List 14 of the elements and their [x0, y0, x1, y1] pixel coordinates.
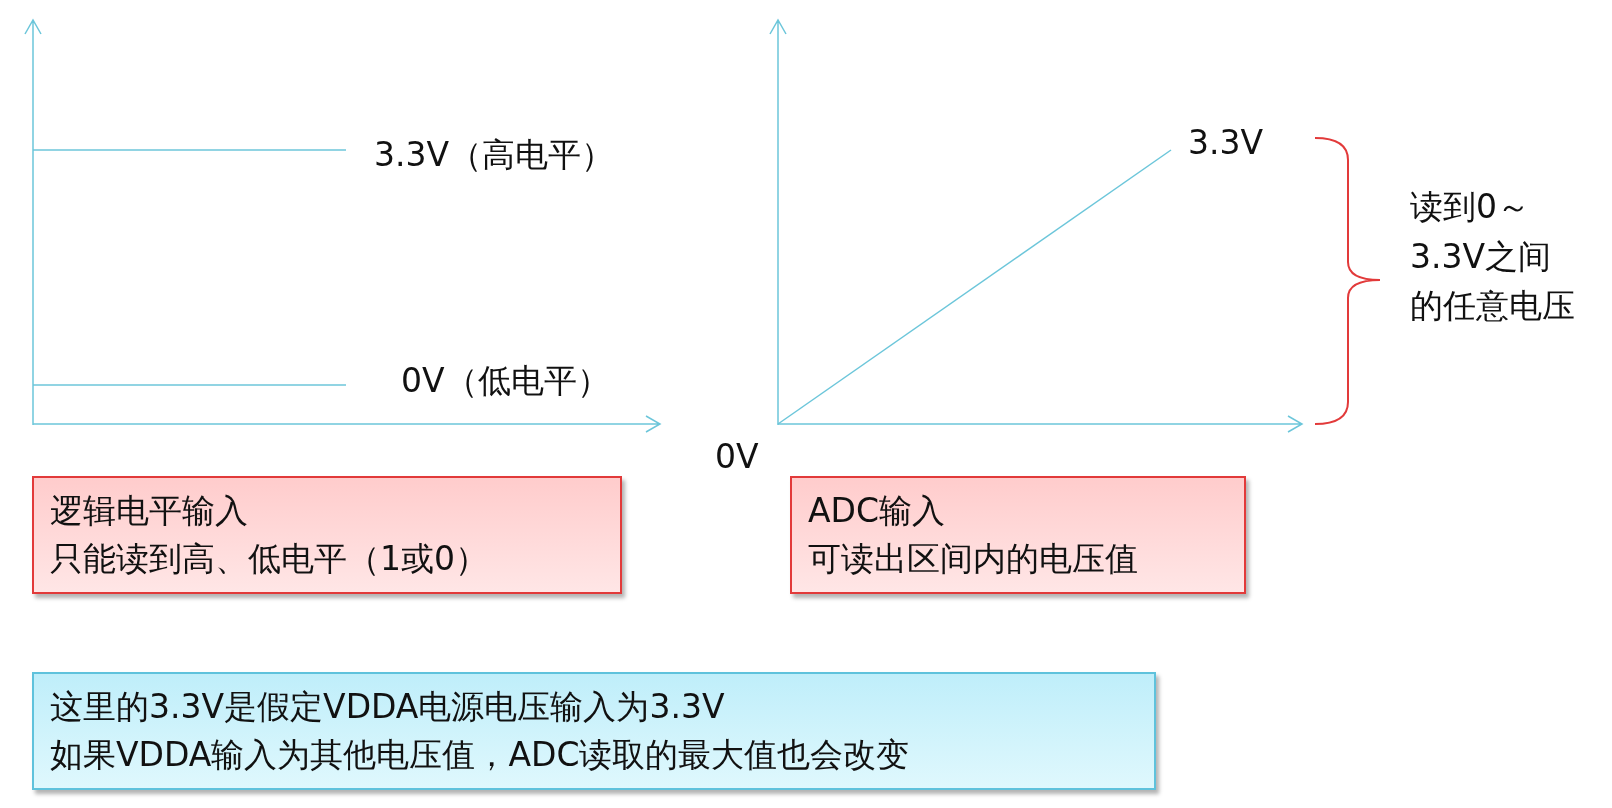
- axis-label: 读到0～3.3V之间的任意电压: [1410, 186, 1576, 327]
- text-box: [790, 476, 1246, 594]
- box-text: 如果VDDA输入为其他电压值，ADC读取的最大值也会改变: [50, 734, 911, 776]
- box-text: ADC输入: [808, 490, 947, 533]
- text-box: [32, 476, 622, 594]
- box-text: 这里的3.3V是假定VDDA电源电压输入为3.3V: [50, 686, 726, 729]
- box-text: 只能读到高、低电平（1或0）: [50, 538, 489, 580]
- box-text: 逻辑电平输入: [50, 490, 249, 533]
- axis-label: 0V: [715, 436, 759, 478]
- axis-label: 0V（低电平）: [401, 360, 610, 402]
- axis-label: 3.3V（高电平）: [374, 134, 615, 176]
- axis-label: 3.3V: [1188, 122, 1264, 164]
- box-text: 可读出区间内的电压值: [808, 538, 1139, 580]
- text-box: [32, 672, 1156, 790]
